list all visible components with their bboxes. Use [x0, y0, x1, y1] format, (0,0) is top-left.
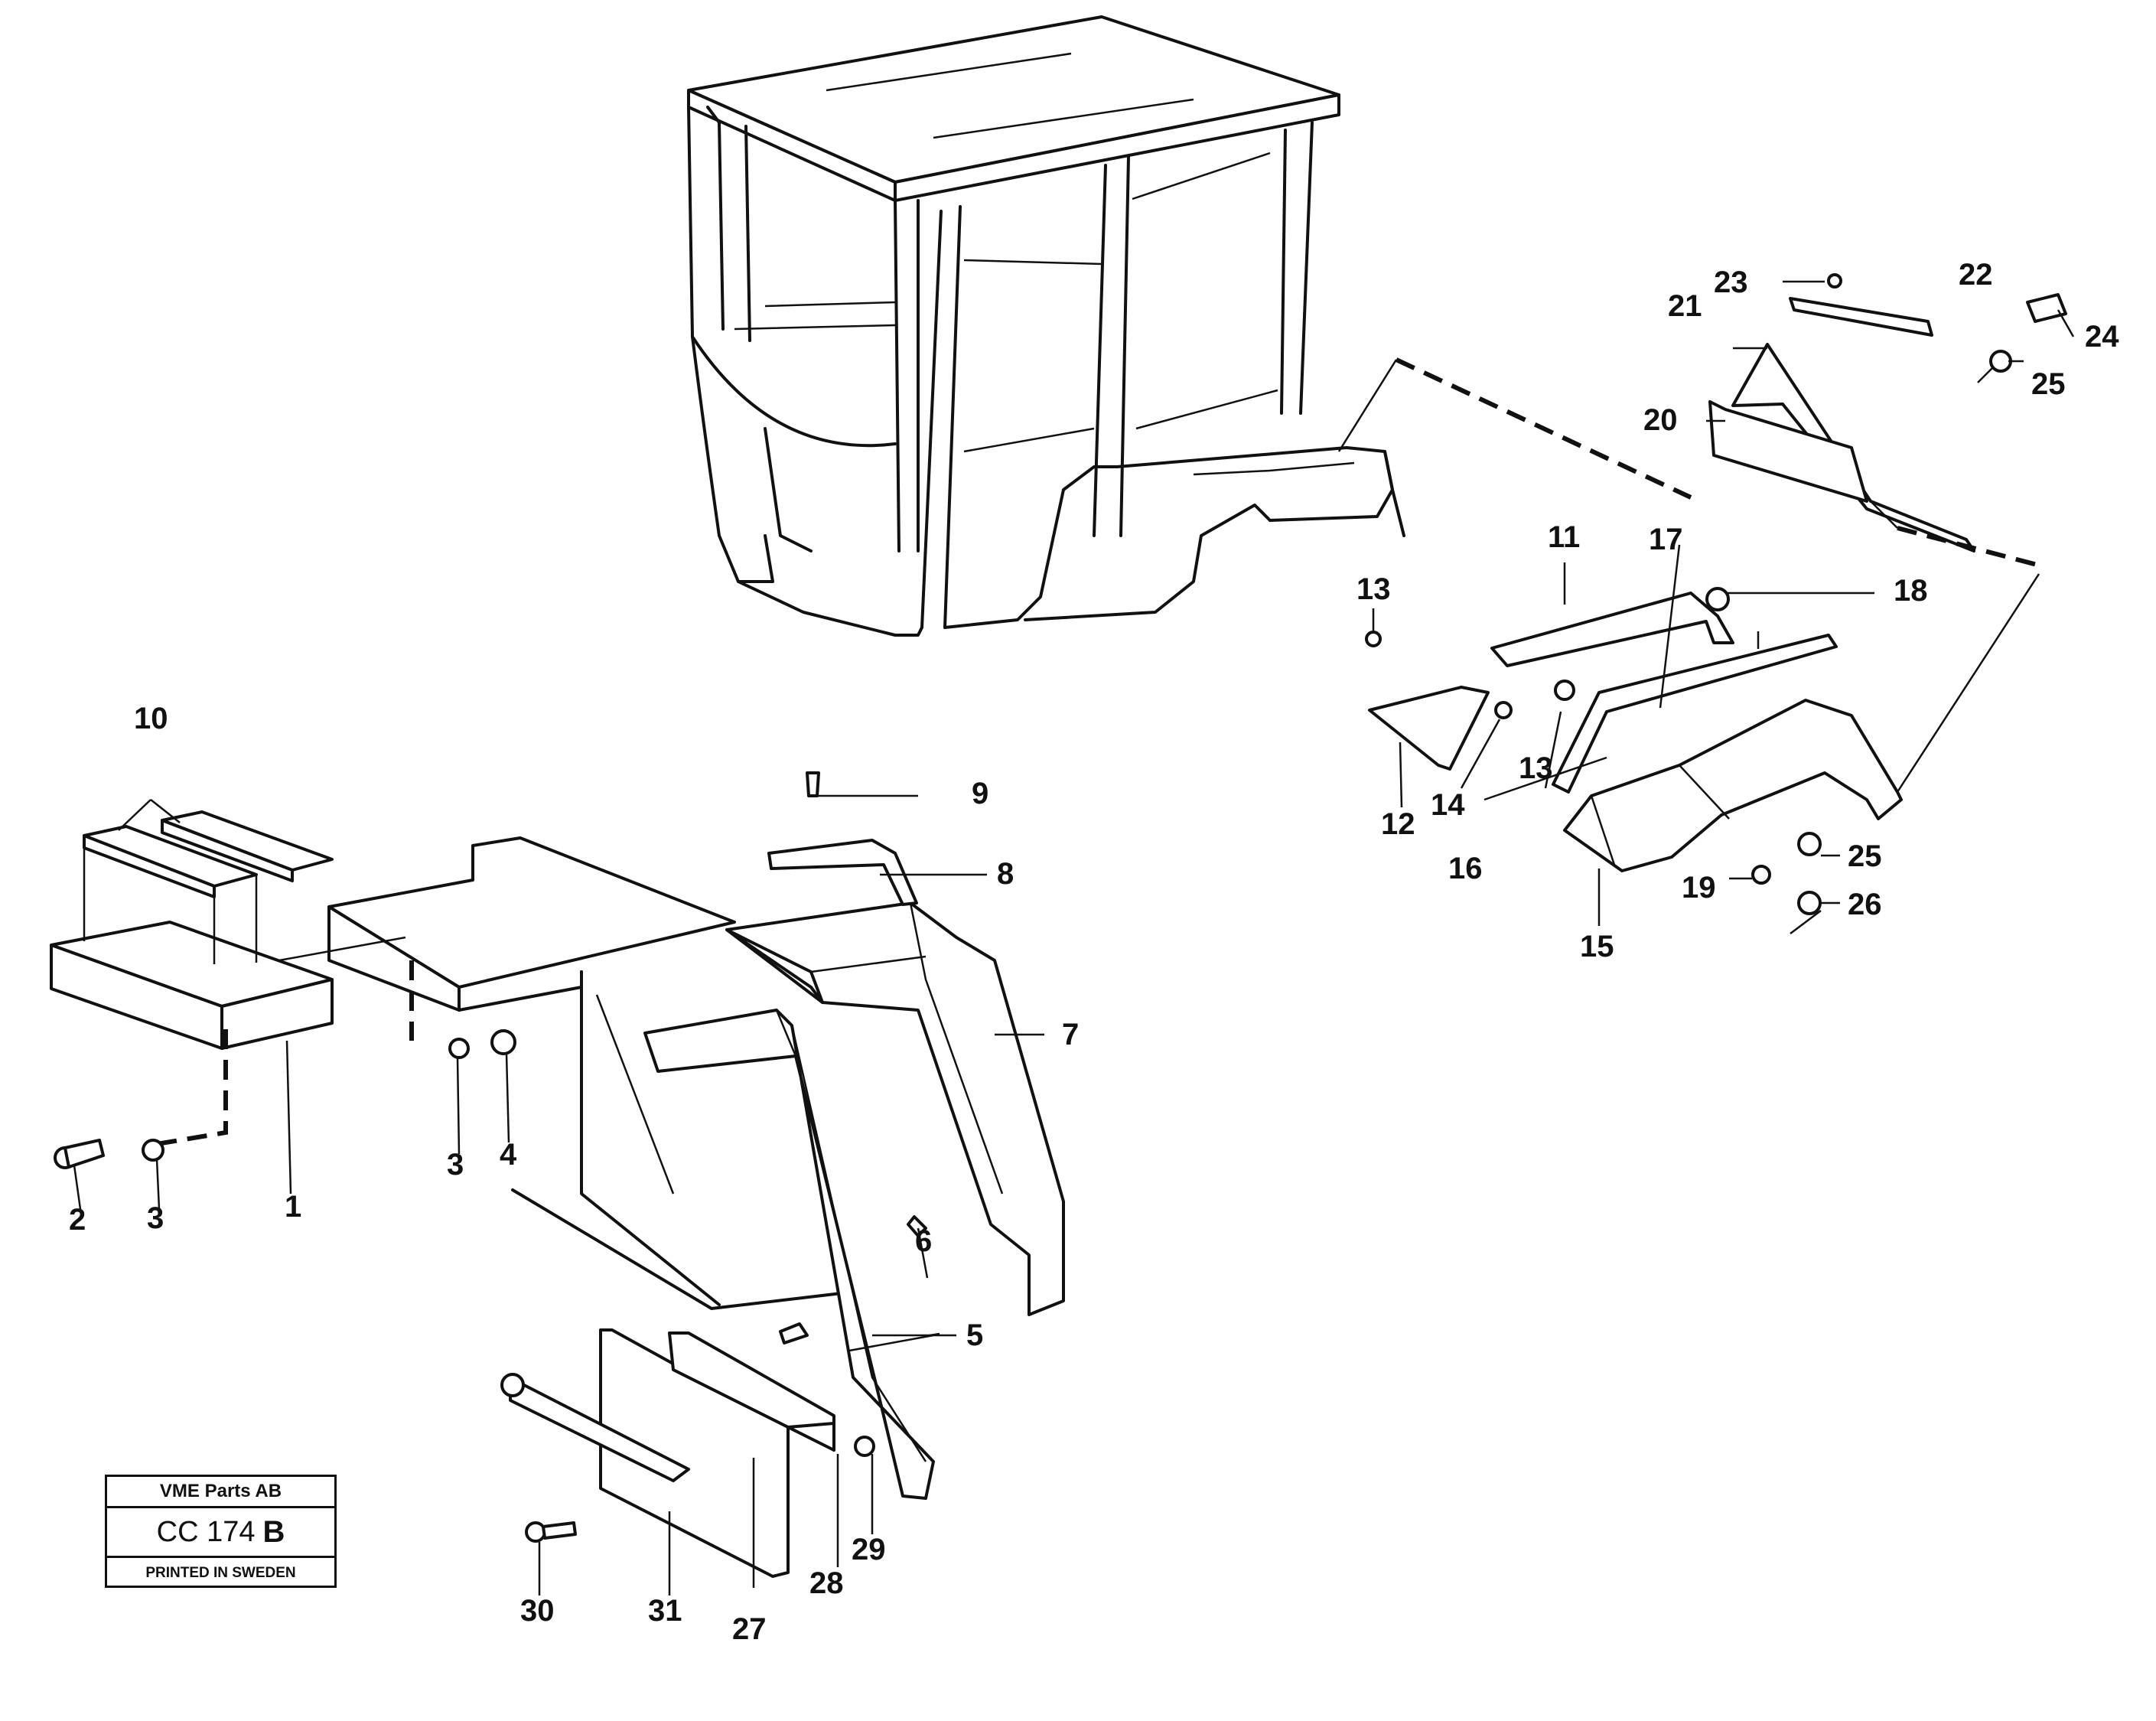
support-part-7: [725, 901, 1065, 1316]
callout-17: 17: [1649, 523, 1683, 556]
callout-12: 12: [1381, 807, 1415, 841]
bracket-part-8: [767, 839, 918, 906]
support-part-5: [643, 1009, 935, 1500]
drawing-code-letter: B: [262, 1514, 285, 1549]
company-name: VME Parts AB: [107, 1477, 334, 1508]
callout-28: 28: [809, 1566, 844, 1600]
callout-26: 26: [1848, 888, 1882, 921]
callout-19: 19: [1682, 871, 1716, 905]
callout-4: 4: [500, 1138, 517, 1172]
floor-plate: [327, 836, 843, 1310]
callout-2: 2: [69, 1203, 86, 1237]
drawing-code-number: CC 174: [156, 1515, 256, 1548]
bracket-part-11: [1490, 592, 1734, 667]
callout-29: 29: [852, 1533, 886, 1566]
callout-25: 25: [1848, 839, 1882, 873]
callout-3: 3: [447, 1148, 464, 1182]
fasteners: [54, 273, 2067, 1543]
callout-7: 7: [1062, 1018, 1079, 1051]
callout-20: 20: [1643, 403, 1678, 437]
callout-25: 25: [2031, 367, 2066, 401]
callout-8: 8: [997, 857, 1014, 891]
callout-14: 14: [1431, 788, 1465, 822]
callout-9: 9: [972, 777, 988, 810]
callout-18: 18: [1894, 574, 1928, 608]
callout-3: 3: [147, 1201, 164, 1235]
callout-24: 24: [2085, 320, 2119, 354]
leader-lines: [73, 280, 2075, 1596]
assembly-paths: [156, 357, 2044, 1146]
cab-assembly: [687, 15, 1405, 637]
callout-30: 30: [520, 1594, 555, 1628]
drawing-code: CC 174 B: [107, 1508, 334, 1558]
fender-part-15: [1563, 699, 1903, 872]
callout-6: 6: [915, 1224, 932, 1258]
callout-10: 10: [134, 702, 168, 735]
callout-13: 13: [1519, 751, 1553, 785]
callouts: 1 2 3 3 4 5 6 7 8 9 10 11 12 13 13 14 15…: [69, 258, 2119, 1646]
seat-box-part-1: [50, 921, 334, 1050]
callout-21: 21: [1668, 289, 1702, 323]
bracket-part-16-17: [1552, 634, 1838, 794]
callout-15: 15: [1580, 930, 1614, 963]
bracket-part-12: [1368, 686, 1490, 771]
callout-22: 22: [1959, 258, 1993, 292]
callout-27: 27: [732, 1612, 767, 1646]
callout-13: 13: [1356, 572, 1391, 606]
pad-part-10: [83, 810, 334, 964]
callout-5: 5: [966, 1318, 983, 1352]
callout-1: 1: [285, 1190, 301, 1224]
callout-31: 31: [648, 1594, 682, 1628]
callout-11: 11: [1548, 520, 1580, 554]
callout-23: 23: [1714, 266, 1748, 299]
printed-note: PRINTED IN SWEDEN: [145, 1565, 296, 1581]
plate-part-27: [509, 1328, 835, 1578]
title-block: VME Parts AB CC 174 B PRINTED IN SWEDEN: [105, 1475, 337, 1588]
mudflap-part-20-21-22: [1708, 297, 1975, 552]
callout-16: 16: [1448, 852, 1483, 885]
